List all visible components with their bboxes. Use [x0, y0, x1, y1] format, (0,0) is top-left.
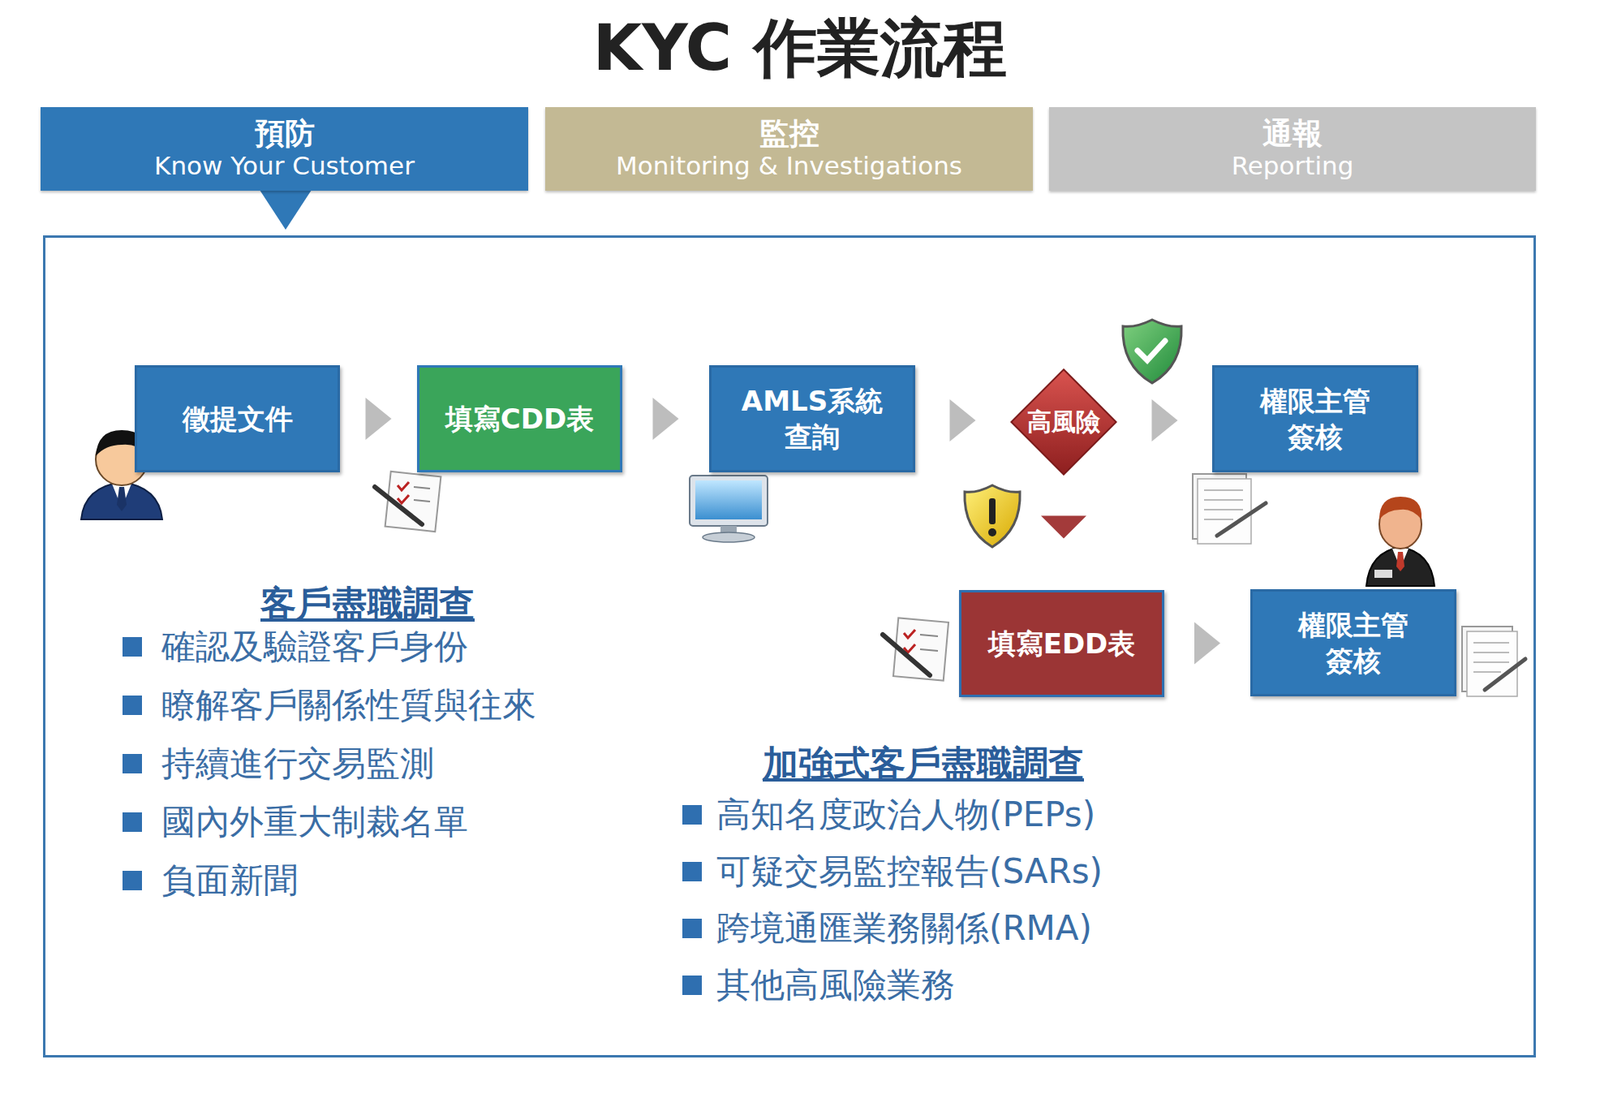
process-box: 填寫CDD表	[417, 365, 623, 473]
tab-subtitle: Monitoring & Investigations	[615, 150, 963, 181]
bullet-item: 跨境通匯業務關係(RMA)	[653, 903, 1192, 953]
manager-icon	[1366, 496, 1435, 586]
bullet-item: 其他高風險業務	[653, 960, 1192, 1010]
bullet-marker	[682, 861, 702, 882]
flow-arrow	[1194, 622, 1221, 665]
warning-shield-icon	[964, 485, 1020, 547]
approve-shield-icon	[1122, 319, 1182, 383]
flow-arrow	[1040, 515, 1087, 538]
bullet-item: 可疑交易監控報告(SARs)	[653, 847, 1192, 896]
bullet-text: 其他高風險業務	[716, 960, 955, 1010]
tab-pointer	[259, 189, 312, 230]
bullet-text: 瞭解客戶關係性質與往來	[161, 680, 537, 730]
bullet-marker	[682, 804, 702, 825]
process-box: 徵提文件	[134, 365, 340, 473]
flow-arrow	[1152, 399, 1179, 442]
tab-subtitle: Know Your Customer	[154, 150, 415, 181]
dashed-group: 加強式客戶盡職調查高知名度政治人物(PEPs) 可疑交易監控報告(SARs) 跨境通…	[653, 566, 1192, 1037]
bullet-text: 可疑交易監控報告(SARs)	[716, 847, 1103, 896]
box-label: 填寫EDD表	[988, 625, 1136, 662]
bullet-text: 高知名度政治人物(PEPs)	[716, 790, 1096, 839]
bullet-item: 高知名度政治人物(PEPs)	[653, 790, 1192, 839]
bullet-text: 確認及驗證客戶身份	[161, 622, 469, 671]
box-label: 權限主管 簽核	[1272, 606, 1435, 679]
bullet-item: 負面新聞	[81, 855, 635, 905]
bullet-item: 國內外重大制裁名單	[81, 797, 635, 847]
tab-title: 通報	[1262, 116, 1323, 152]
tab-subtitle: Reporting	[1231, 150, 1355, 181]
bullet-marker	[682, 918, 702, 938]
process-box: 權限主管 簽核	[1250, 589, 1457, 697]
document-icon	[1192, 473, 1266, 544]
tab-title: 監控	[759, 116, 820, 152]
process-box: 填寫EDD表	[959, 589, 1165, 697]
tab-title: 預防	[254, 116, 315, 152]
group-heading: 加強式客戶盡職調查	[762, 739, 1084, 788]
document-icon	[1462, 626, 1526, 697]
box-label: AMLS系統 查詢	[731, 382, 894, 455]
flow-arrow	[365, 397, 392, 440]
bullet-marker	[122, 636, 142, 657]
bullet-text: 國內外重大制裁名單	[161, 797, 469, 847]
checklist-icon	[882, 617, 949, 680]
dashed-group: 客戶盡職調查確認及驗證客戶身份瞭解客戶關係性質與往來持續進行交易監測國內外重大制…	[81, 336, 635, 930]
phase-tab: 預防Know Your Customer	[40, 107, 529, 191]
process-box: 權限主管 簽核	[1212, 365, 1419, 473]
group-heading: 客戶盡職調查	[260, 580, 475, 628]
bullet-marker	[122, 753, 142, 774]
box-label: 徵提文件	[182, 400, 293, 437]
flow-arrow	[653, 397, 680, 440]
bullet-marker	[682, 975, 702, 995]
computer-icon	[689, 475, 768, 542]
phase-tab: 監控Monitoring & Investigations	[545, 107, 1033, 191]
process-box: AMLS系統 查詢	[709, 365, 916, 473]
bullet-item: 確認及驗證客戶身份	[81, 622, 635, 671]
diagram-title: KYC 作業流程	[0, 6, 1600, 92]
diamond-label: 高風險	[1027, 405, 1101, 439]
box-label: 填寫CDD表	[445, 400, 594, 437]
phase-tab: 通報Reporting	[1049, 107, 1536, 191]
bullet-text: 持續進行交易監測	[161, 739, 435, 788]
bullet-item: 瞭解客戶關係性質與往來	[81, 680, 635, 730]
bullet-text: 跨境通匯業務關係(RMA)	[716, 903, 1093, 953]
decision-diamond: 高風險	[1010, 368, 1118, 476]
checklist-icon	[374, 471, 441, 532]
bullet-item: 持續進行交易監測	[81, 739, 635, 788]
flow-arrow	[950, 399, 977, 442]
box-label: 權限主管 簽核	[1234, 382, 1397, 455]
bullet-marker	[122, 695, 142, 715]
bullet-text: 負面新聞	[161, 855, 298, 905]
bullet-marker	[122, 870, 142, 891]
bullet-marker	[122, 812, 142, 832]
